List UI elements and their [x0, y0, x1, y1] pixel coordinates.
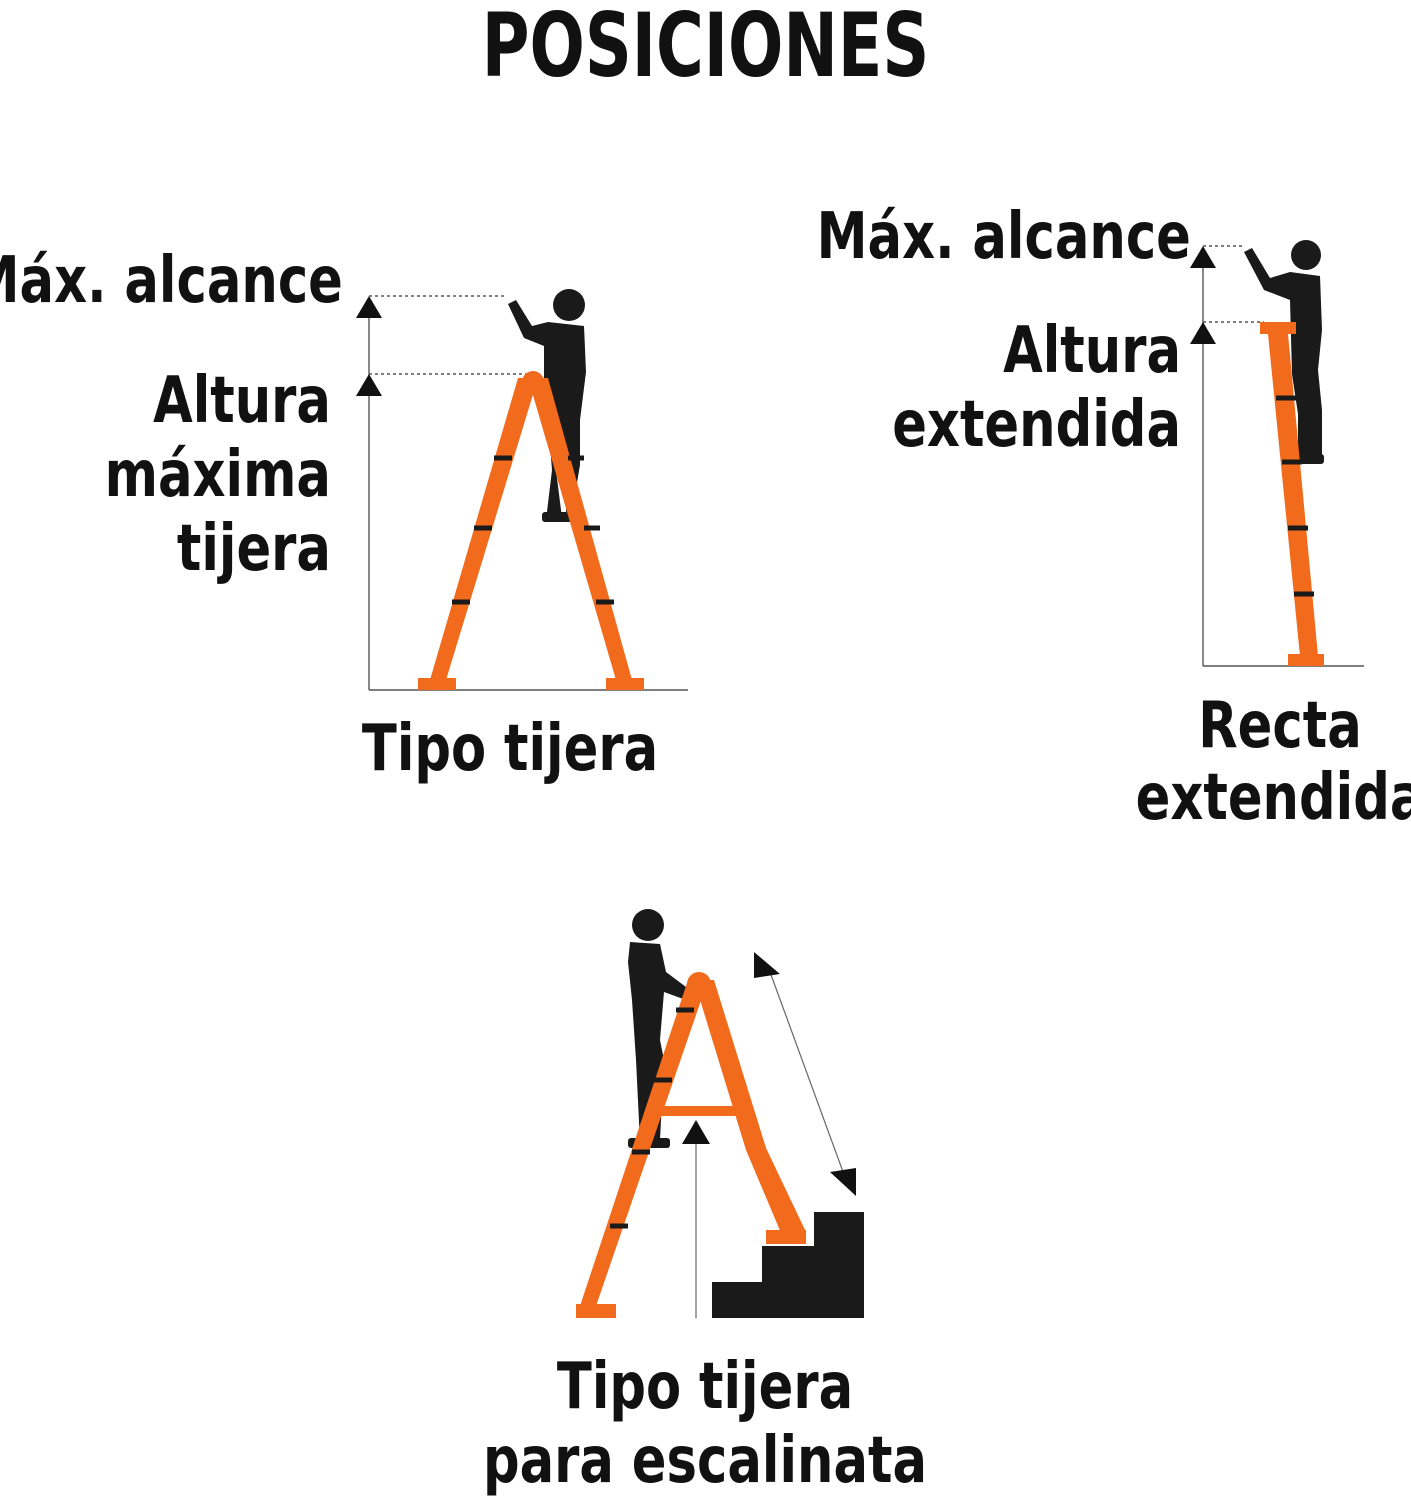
stairs — [712, 1212, 864, 1318]
max-reach-label: Máx. alcance — [816, 200, 1191, 274]
stair-ladder-figure — [576, 909, 864, 1318]
max-reach-label: Máx. alcance — [0, 244, 343, 318]
arrow-up-icon — [356, 296, 382, 318]
straight-ladder — [1260, 322, 1324, 666]
stair-ladder — [576, 972, 806, 1318]
scissor-ladder-figure — [356, 289, 688, 691]
max-height-label: Altura máxima tijera — [104, 364, 331, 586]
position-name-stair: Tipo tijera para escalinata — [482, 1350, 928, 1498]
straight-ladder-figure — [1190, 240, 1364, 667]
arrow-up-icon — [356, 374, 382, 396]
person-silhouette — [1244, 240, 1324, 464]
arrow-down-icon — [830, 1168, 856, 1196]
arrow-up-icon — [1190, 246, 1216, 268]
arrow-up-icon — [754, 952, 780, 978]
scissor-ladder — [418, 371, 644, 690]
arrow-up-icon — [682, 1120, 710, 1144]
extended-height-label: Altura extendida — [892, 314, 1181, 462]
position-name-straight: Recta extendida — [1135, 689, 1411, 835]
page-title: POSICIONES — [481, 0, 930, 97]
position-name-scissor: Tipo tijera — [361, 712, 659, 786]
arrow-up-icon — [1190, 322, 1216, 344]
